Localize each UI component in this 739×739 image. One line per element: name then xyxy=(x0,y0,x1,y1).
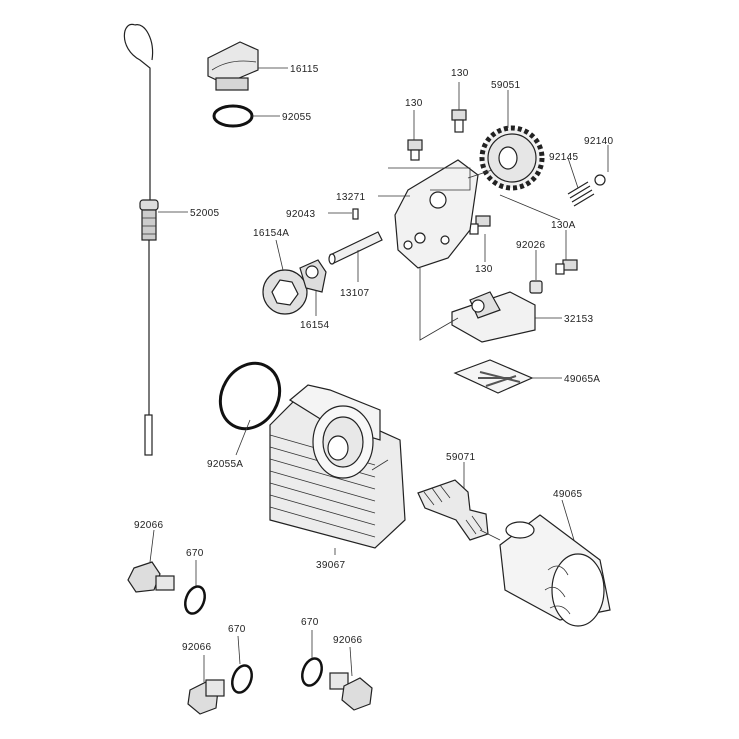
label-39067: 39067 xyxy=(316,560,345,571)
outer-rotor-part[interactable] xyxy=(262,269,308,315)
pin-part[interactable] xyxy=(352,208,359,220)
spring-part[interactable] xyxy=(567,181,595,207)
pump-body-part[interactable] xyxy=(394,159,479,269)
washer-1-part[interactable] xyxy=(182,584,208,616)
bolt-d-part[interactable] xyxy=(555,259,578,275)
label-52005: 52005 xyxy=(190,208,219,219)
shaft-part[interactable] xyxy=(328,231,383,265)
oil-filter-part[interactable] xyxy=(499,514,611,627)
fitting-part[interactable] xyxy=(417,479,489,541)
label-49065: 49065 xyxy=(553,489,582,500)
label-92055: 92055 xyxy=(282,112,311,123)
label-92066-a: 92066 xyxy=(134,520,163,531)
bolt-c-part[interactable] xyxy=(469,215,491,235)
gear-part[interactable] xyxy=(479,125,545,191)
ball-part[interactable] xyxy=(594,174,606,186)
dipstick-part[interactable] xyxy=(123,23,159,456)
cap-oring-part[interactable] xyxy=(212,104,254,128)
label-670-c: 670 xyxy=(301,617,319,628)
label-32153: 32153 xyxy=(564,314,593,325)
bolt-a-part[interactable] xyxy=(451,109,467,133)
label-130a: 130A xyxy=(551,220,576,231)
leader-lines xyxy=(149,67,609,682)
label-92043: 92043 xyxy=(286,209,315,220)
strainer-holder-part[interactable] xyxy=(451,291,536,343)
screen-part[interactable] xyxy=(453,359,534,394)
label-92140: 92140 xyxy=(584,136,613,147)
label-92026: 92026 xyxy=(516,240,545,251)
label-49065a: 49065A xyxy=(564,374,600,385)
oil-cooler-part[interactable] xyxy=(269,384,406,549)
label-92066-c: 92066 xyxy=(333,635,362,646)
label-59051: 59051 xyxy=(491,80,520,91)
label-16154: 16154 xyxy=(300,320,329,331)
part-labels: 16115 92055 52005 130 130 59051 92140 92… xyxy=(134,64,613,653)
label-130-a: 130 xyxy=(451,68,469,79)
label-670-b: 670 xyxy=(228,624,246,635)
label-16115: 16115 xyxy=(290,64,319,75)
drain-plug-1-part[interactable] xyxy=(127,561,175,593)
dipstick-cap-part[interactable] xyxy=(207,41,259,91)
label-670-a: 670 xyxy=(186,548,204,559)
label-92066-b: 92066 xyxy=(182,642,211,653)
label-130-c: 130 xyxy=(475,264,493,275)
label-92145: 92145 xyxy=(549,152,578,163)
label-13271: 13271 xyxy=(336,192,365,203)
washer-3-part[interactable] xyxy=(299,656,325,688)
label-92055a: 92055A xyxy=(207,459,243,470)
bolt-e-part[interactable] xyxy=(529,280,543,294)
cooler-oring-part[interactable] xyxy=(209,353,291,440)
label-130-b: 130 xyxy=(405,98,423,109)
label-16154a: 16154A xyxy=(253,228,289,239)
bolt-b-part[interactable] xyxy=(407,139,423,161)
label-59071: 59071 xyxy=(446,452,475,463)
drain-plug-2-part[interactable] xyxy=(187,679,225,715)
washer-2-part[interactable] xyxy=(229,663,255,695)
drain-plug-3-part[interactable] xyxy=(329,672,373,711)
inner-rotor-part[interactable] xyxy=(299,259,327,293)
label-13107: 13107 xyxy=(340,288,369,299)
